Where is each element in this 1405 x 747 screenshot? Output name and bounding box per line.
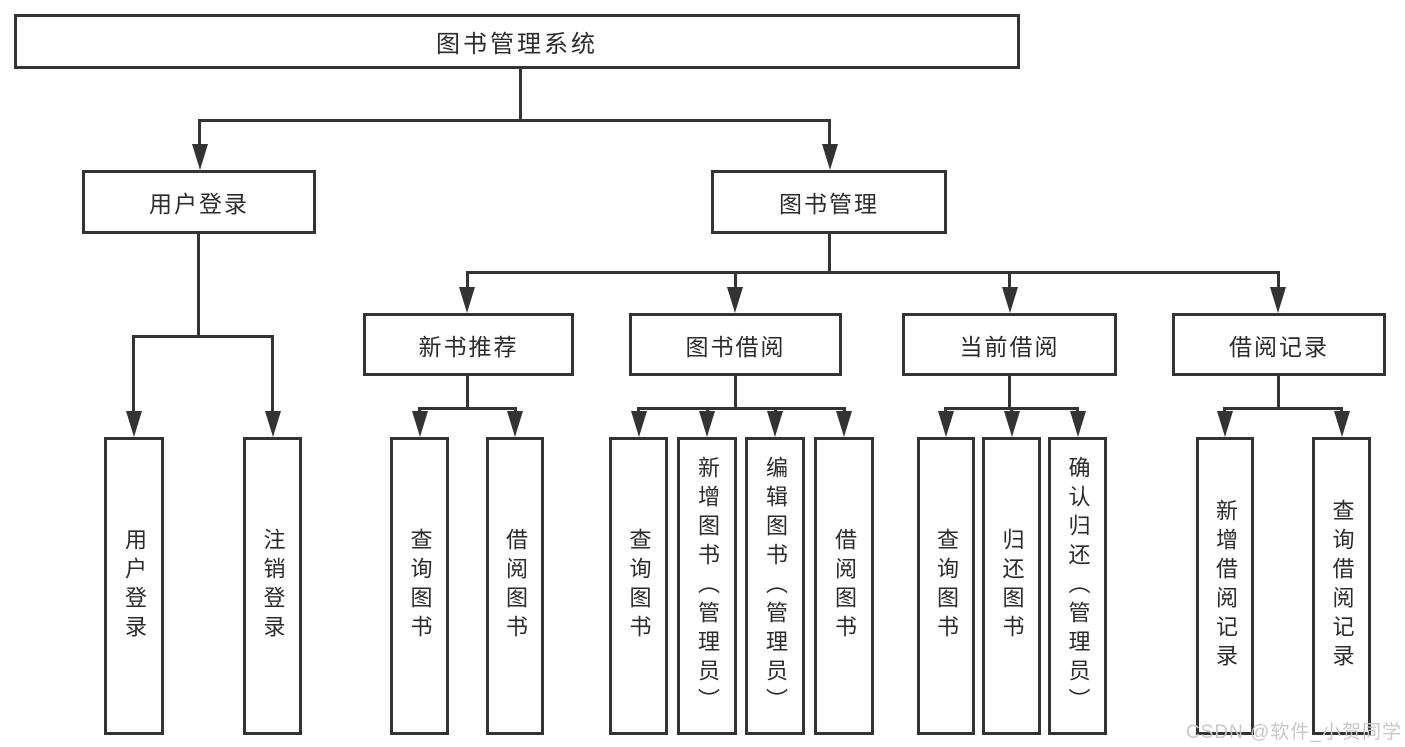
connector-line [418, 407, 517, 410]
leaf-user-login-label: 用户登录 [122, 528, 147, 644]
arrow-down-icon [126, 411, 142, 437]
arrow-down-icon [1004, 411, 1020, 437]
node-borrowing-records: 借阅记录 [1172, 313, 1386, 376]
connector-line [828, 233, 831, 274]
node-borrowing-records-label: 借阅记录 [1229, 333, 1329, 360]
connector-line [1008, 271, 1011, 291]
node-library-system: 图书管理系统 [14, 14, 1020, 69]
node-book-management-label: 图书管理 [779, 191, 879, 217]
connector-line [519, 68, 522, 122]
connector-line [466, 271, 469, 291]
connector-line [734, 271, 737, 291]
connector-line [198, 119, 831, 122]
node-user-login-label: 用户登录 [149, 191, 249, 217]
node-user-login: 用户登录 [82, 170, 316, 234]
arrow-down-icon [507, 411, 523, 437]
connector-line [1277, 271, 1280, 291]
leaf-bb-query-books-label: 查询图书 [626, 528, 652, 644]
leaf-nbr-query-books-label: 查询图书 [407, 528, 433, 644]
leaf-cb-confirm-return-admin: 确认归还（管理员） [1048, 437, 1107, 735]
connector-line [1277, 375, 1280, 409]
leaf-cb-query-books: 查询图书 [917, 437, 975, 735]
connector-line [132, 335, 274, 338]
leaf-bb-borrow-books-label: 借阅图书 [832, 528, 857, 644]
leaf-bb-query-books: 查询图书 [609, 437, 668, 735]
connector-line [466, 375, 469, 409]
leaf-bb-edit-books-admin-label: 编辑图书（管理员） [763, 455, 788, 717]
leaf-bb-add-books-admin-label: 新增图书（管理员） [695, 455, 720, 717]
arrow-down-icon [1334, 411, 1350, 437]
arrow-down-icon [727, 287, 743, 313]
leaf-br-add-borrow-record-label: 新增借阅记录 [1213, 499, 1238, 673]
connector-line [132, 335, 135, 413]
connector-line [637, 407, 846, 410]
leaf-br-query-borrow-record-label: 查询借阅记录 [1329, 499, 1355, 673]
leaf-user-login: 用户登录 [104, 437, 164, 735]
leaf-bb-edit-books-admin: 编辑图书（管理员） [745, 437, 805, 735]
arrow-down-icon [631, 411, 647, 437]
connector-line [271, 335, 274, 413]
leaf-cb-return-books-label: 归还图书 [999, 528, 1025, 644]
leaf-bb-borrow-books: 借阅图书 [814, 437, 874, 735]
leaf-br-query-borrow-record: 查询借阅记录 [1312, 437, 1371, 735]
connector-line [466, 271, 1280, 274]
arrow-down-icon [412, 411, 428, 437]
node-book-management: 图书管理 [711, 170, 947, 234]
connector-line [197, 233, 200, 337]
leaf-bb-add-books-admin: 新增图书（管理员） [677, 437, 737, 735]
node-current-borrowing-label: 当前借阅 [959, 333, 1060, 360]
arrow-down-icon [822, 144, 838, 170]
node-book-borrowing-label: 图书借阅 [685, 333, 786, 360]
connector-line [1223, 407, 1343, 410]
arrow-down-icon [1002, 287, 1018, 313]
leaf-logout: 注销登录 [243, 437, 302, 735]
arrow-down-icon [699, 411, 715, 437]
leaf-nbr-borrow-books: 借阅图书 [486, 437, 544, 735]
arrow-down-icon [192, 144, 208, 170]
connector-line [828, 119, 831, 147]
arrow-down-icon [1070, 411, 1086, 437]
node-new-book-recommend: 新书推荐 [363, 313, 574, 376]
arrow-down-icon [767, 411, 783, 437]
arrow-down-icon [1217, 411, 1233, 437]
leaf-cb-return-books: 归还图书 [982, 437, 1041, 735]
arrow-down-icon [265, 411, 281, 437]
node-new-book-recommend-label: 新书推荐 [418, 333, 519, 360]
node-book-borrowing: 图书借阅 [629, 313, 842, 376]
csdn-watermark: CSDN @软件_小贺同学 [1186, 722, 1402, 743]
arrow-down-icon [459, 287, 475, 313]
arrow-down-icon [938, 411, 954, 437]
arrow-down-icon [836, 411, 852, 437]
leaf-cb-query-books-label: 查询图书 [934, 528, 959, 644]
leaf-br-add-borrow-record: 新增借阅记录 [1196, 437, 1254, 735]
leaf-nbr-borrow-books-label: 借阅图书 [503, 528, 528, 644]
connector-line [1008, 375, 1011, 409]
arrow-down-icon [1270, 287, 1286, 313]
leaf-cb-confirm-return-admin-label: 确认归还（管理员） [1065, 455, 1091, 717]
connector-line [198, 119, 201, 147]
leaf-nbr-query-books: 查询图书 [390, 437, 449, 735]
node-library-system-label: 图书管理系统 [436, 31, 598, 58]
node-current-borrowing: 当前借阅 [902, 313, 1117, 376]
connector-line [734, 375, 737, 409]
leaf-logout-label: 注销登录 [260, 528, 286, 644]
